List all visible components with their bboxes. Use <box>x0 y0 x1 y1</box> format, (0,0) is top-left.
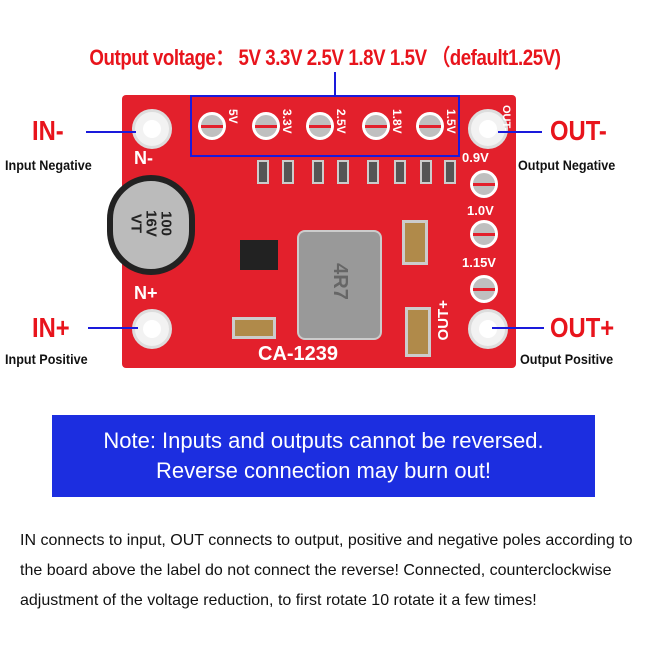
out-neg-line <box>498 131 542 133</box>
in-pos-line <box>88 327 138 329</box>
regulator-ic <box>240 240 278 270</box>
out-pos-desc: Output Positive <box>520 351 614 367</box>
in-pos-desc: Input Positive <box>5 351 88 367</box>
ceramic-capacitor <box>402 220 428 265</box>
in-neg-line <box>86 131 136 133</box>
in-pos-hole <box>132 309 172 349</box>
electrolytic-capacitor: 100 16V VT <box>107 175 195 275</box>
output-voltage-label: Output voltage： <box>89 45 234 70</box>
silk-out-pos: OUT+ <box>435 300 452 341</box>
in-neg-hole <box>132 109 172 149</box>
jumper-pad-1v0 <box>470 220 498 248</box>
in-neg-desc: Input Negative <box>5 157 92 173</box>
resistor <box>420 160 432 184</box>
silk-jumper-label: 2.5V <box>334 109 348 134</box>
jumper-pad-2v5 <box>306 112 334 140</box>
ceramic-capacitor <box>405 307 431 357</box>
silk-1v0: 1.0V <box>467 203 494 218</box>
description-text: IN connects to input, OUT connects to ou… <box>20 532 633 609</box>
output-voltage-values: 5V 3.3V 2.5V 1.8V 1.5V （default1.25V) <box>238 45 561 70</box>
jumper-pad-1v5 <box>416 112 444 140</box>
jumper-pad-5v <box>198 112 226 140</box>
resistor <box>394 160 406 184</box>
silk-in-pos: N+ <box>134 283 158 303</box>
output-voltage-heading: Output voltage： 5V 3.3V 2.5V 1.8V 1.5V （… <box>49 40 602 72</box>
jumper-pad-1v8 <box>362 112 390 140</box>
resistor <box>282 160 294 184</box>
inductor-marking: 4R7 <box>329 263 351 300</box>
resistor <box>444 160 456 184</box>
note-line-2: Reverse connection may burn out! <box>155 458 492 483</box>
cap-voltage: 16V <box>142 210 160 237</box>
resistor <box>257 160 269 184</box>
silk-jumper-label: 5V <box>226 109 240 124</box>
voltage-select-box <box>190 95 460 157</box>
pcb-board: 0.9V 1.0V 1.15V N- N+ OUT- OUT+ 100 16V … <box>107 95 516 368</box>
ceramic-capacitor <box>232 317 276 339</box>
resistor <box>337 160 349 184</box>
silk-out-neg: OUT- <box>500 105 512 132</box>
resistor <box>312 160 324 184</box>
out-pos-hole <box>468 309 508 349</box>
out-neg-desc: Output Negative <box>518 157 616 173</box>
silk-0v9: 0.9V <box>462 150 489 165</box>
cap-series: VT <box>127 213 145 234</box>
inductor: 4R7 <box>297 230 382 340</box>
silk-jumper-label: 1.5V <box>444 109 458 134</box>
in-pos-label: IN+ <box>32 312 70 343</box>
out-neg-label: OUT- <box>550 115 607 146</box>
silk-jumper-label: 1.8V <box>390 109 404 134</box>
board-model: CA-1239 <box>258 343 339 365</box>
in-neg-label: IN- <box>32 115 64 146</box>
silk-1v15: 1.15V <box>462 255 496 270</box>
jumper-pad-0v9 <box>470 170 498 198</box>
heading-connector-line <box>334 72 336 96</box>
out-pos-line <box>492 327 544 329</box>
silk-jumper-label: 3.3V <box>280 109 294 134</box>
jumper-pad-1v15 <box>470 275 498 303</box>
cap-value: 100 <box>157 210 175 237</box>
out-neg-hole <box>468 109 508 149</box>
note-line-1: Note: Inputs and outputs cannot be rever… <box>103 428 544 453</box>
jumper-pad-3v3 <box>252 112 280 140</box>
warning-note: Note: Inputs and outputs cannot be rever… <box>52 415 595 497</box>
silk-in-neg: N- <box>134 148 153 168</box>
out-pos-label: OUT+ <box>550 312 615 343</box>
resistor <box>367 160 379 184</box>
